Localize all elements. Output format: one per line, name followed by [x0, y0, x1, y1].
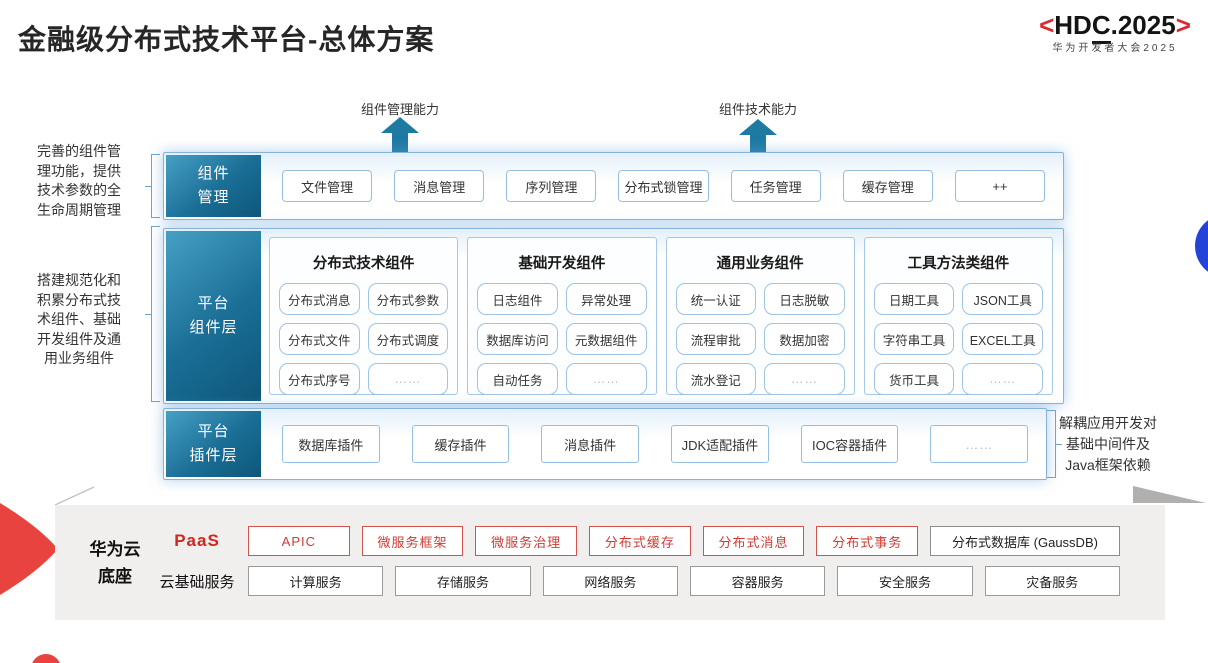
paas-item: 微服务治理: [475, 526, 578, 556]
component-pill: ……: [962, 363, 1043, 395]
component-pill: 日期工具: [873, 283, 955, 315]
component-pill: 分布式参数: [367, 283, 449, 315]
component-pill: 数据库访问: [477, 323, 558, 355]
bracket-left-row1: [145, 154, 160, 218]
component-mgmt-item: 消息管理: [394, 170, 485, 202]
paas-item: 分布式缓存: [589, 526, 691, 556]
component-pill: 分布式序号: [279, 363, 360, 395]
page-title: 金融级分布式技术平台-总体方案: [18, 24, 435, 55]
column-title: 基础开发组件: [518, 256, 606, 272]
platform-component-columns: 分布式技术组件 分布式消息分布式参数分布式文件分布式调度分布式序号…… 基础开发…: [269, 237, 1053, 395]
component-pill: EXCEL工具: [962, 323, 1043, 355]
paas-item: APIC: [248, 526, 350, 556]
arrow-label-mgmt-capability: 组件管理能力: [360, 102, 439, 117]
plugin-item: 数据库插件: [282, 425, 380, 463]
cloud-base-item: 计算服务: [248, 566, 384, 596]
foundation-slab: 华为云 底座 PaaS APIC 微服务框架微服务治理分布式缓存分布式消息分布式事…: [55, 505, 1165, 620]
column-title: 分布式技术组件: [312, 256, 415, 272]
component-mgmt-items: 文件管理消息管理序列管理分布式锁管理任务管理缓存管理 ++: [282, 153, 1045, 219]
layer-component-mgmt: 组件 管理 文件管理消息管理序列管理分布式锁管理任务管理缓存管理 ++: [163, 152, 1064, 220]
component-pill: 流程审批: [675, 323, 757, 355]
layer-platform-plugins: 平台 插件层 数据库插件缓存插件消息插件 JDK适配插件 IOC容器插件 ……: [163, 408, 1047, 480]
cloud-base-item: 存储服务: [395, 566, 531, 596]
component-pill: ……: [764, 363, 845, 395]
hdc-right-bracket: >: [1175, 10, 1191, 40]
layer-label-platform-plugins: 平台 插件层: [166, 411, 261, 477]
component-pill: ……: [367, 363, 449, 395]
foundation-label: 华为云 底座: [89, 540, 141, 586]
component-pill: 日志脱敏: [764, 283, 845, 315]
column-distributed-tech: 分布式技术组件 分布式消息分布式参数分布式文件分布式调度分布式序号……: [269, 237, 459, 395]
plugin-item: JDK适配插件: [671, 425, 769, 463]
up-arrow-icon: [381, 117, 419, 152]
hdc-left-bracket: <: [1039, 10, 1055, 40]
hdc-logo-text: <HDC.2025>: [1026, 10, 1204, 44]
component-mgmt-item: 任务管理: [730, 170, 821, 202]
paas-items: APIC 微服务框架微服务治理分布式缓存分布式消息分布式事务: [248, 526, 919, 556]
component-pill: 流水登记: [675, 363, 757, 395]
cloud-base-items: 计算服务存储服务网络服务容器服务安全服务灾备服务: [248, 566, 1120, 596]
cloud-base-item: 网络服务: [542, 566, 678, 596]
red-fan-icon: [0, 503, 58, 595]
bracket-left-row2: [145, 226, 160, 402]
annotation-left-bottom: 搭建规范化和积累分布式技术组件、基础开发组件及通用业务组件: [37, 272, 121, 366]
plugin-item: IOC容器插件: [800, 425, 899, 463]
annotation-left-top: 完善的组件管理功能，提供技术参数的全生命周期管理: [37, 143, 121, 218]
cloud-base-item: 安全服务: [837, 566, 973, 596]
component-pill: 自动任务: [477, 363, 558, 395]
component-pill: 分布式消息: [279, 283, 360, 315]
plugin-item: ……: [930, 425, 1029, 463]
arrow-label-tech-capability: 组件技术能力: [718, 102, 797, 117]
component-mgmt-item: 分布式锁管理: [618, 170, 709, 202]
component-pill: 字符串工具: [873, 323, 955, 355]
cloud-base-label: 云基础服务: [159, 573, 235, 591]
component-pill: 分布式文件: [279, 323, 360, 355]
component-pill: 数据加密: [764, 323, 845, 355]
paas-row: PaaS APIC 微服务框架微服务治理分布式缓存分布式消息分布式事务 分布式数据…: [158, 524, 1120, 558]
cloud-base-item: 容器服务: [689, 566, 826, 596]
plugin-item: 消息插件: [541, 425, 640, 463]
plugin-item: 缓存插件: [411, 425, 510, 463]
slab-right-bevel: [1133, 486, 1206, 503]
slab-left-bevel: [54, 486, 95, 506]
component-mgmt-item: 序列管理: [506, 170, 597, 202]
red-dot-icon: [32, 654, 60, 663]
up-arrow-icon: [739, 119, 777, 154]
component-pill: JSON工具: [962, 283, 1043, 315]
hdc-logo: <HDC.2025> 华为开发者大会2025: [1026, 10, 1204, 54]
layer-platform-components: 平台 组件层 分布式技术组件 分布式消息分布式参数分布式文件分布式调度分布式序号…: [163, 228, 1064, 404]
layer-label-component-mgmt: 组件 管理: [166, 155, 261, 217]
component-mgmt-item: 文件管理: [282, 170, 373, 202]
bracket-right-row3: [1047, 410, 1062, 478]
component-pill: 元数据组件: [565, 323, 647, 355]
component-pill: 分布式调度: [367, 323, 449, 355]
component-pill: ……: [565, 363, 647, 395]
column-basic-dev: 基础开发组件 日志组件异常处理数据库访问元数据组件自动任务……: [467, 237, 657, 395]
annotation-right: 解耦应用开发对基础中间件及Java框架依赖: [1059, 415, 1157, 473]
component-mgmt-item: 缓存管理: [842, 170, 933, 202]
component-pill: 统一认证: [675, 283, 757, 315]
component-pill: 货币工具: [873, 363, 955, 395]
component-pill: 日志组件: [477, 283, 558, 315]
paas-item: 分布式事务: [816, 526, 919, 556]
paas-item: 微服务框架: [361, 526, 464, 556]
component-mgmt-item: ++: [954, 170, 1045, 202]
plugin-items: 数据库插件缓存插件消息插件 JDK适配插件 IOC容器插件 ……: [282, 409, 1029, 479]
column-title: 工具方法类组件: [907, 256, 1010, 272]
component-pill: 异常处理: [565, 283, 647, 315]
layer-label-platform-components: 平台 组件层: [166, 231, 261, 401]
column-title: 通用业务组件: [716, 256, 804, 272]
paas-label: PaaS: [174, 531, 220, 550]
paas-item-gaussdb: 分布式数据库 (GaussDB): [930, 526, 1120, 556]
cloud-base-row: 云基础服务 计算服务存储服务网络服务容器服务安全服务灾备服务: [158, 564, 1120, 598]
paas-item: 分布式消息: [702, 526, 805, 556]
column-common-business: 通用业务组件 统一认证日志脱敏流程审批数据加密流水登记……: [665, 237, 855, 395]
blue-circle-icon: [1195, 220, 1208, 272]
hdc-subtitle: 华为开发者大会2025: [1052, 43, 1178, 54]
cloud-base-item: 灾备服务: [984, 566, 1120, 596]
